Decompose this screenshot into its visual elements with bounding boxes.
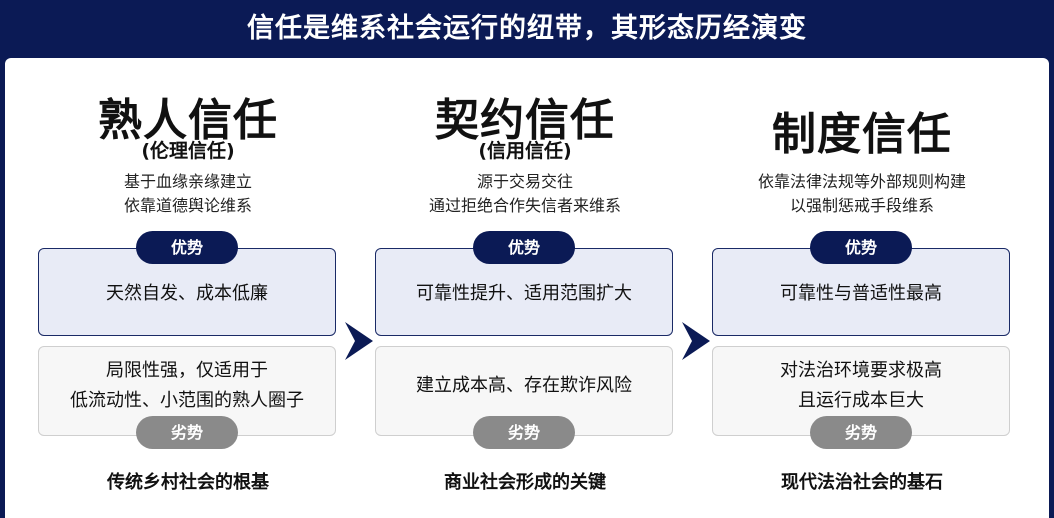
column-subtitle: (伦理信任) bbox=[141, 140, 235, 162]
advantage-badge: 优势 bbox=[473, 231, 575, 264]
advantage-text: 天然自发、成本低廉 bbox=[106, 283, 268, 304]
description-line: 以强制惩戒手段维系 bbox=[789, 196, 934, 215]
advantage-text: 可靠性与普适性最高 bbox=[780, 283, 942, 304]
content-panel: 熟人信任 (伦理信任) 基于血缘亲缘建立 依靠道德舆论维系 天然自发、成本低廉 … bbox=[5, 58, 1049, 518]
disadvantage-badge: 劣势 bbox=[473, 416, 575, 449]
description-line: 依靠法律法规等外部规则构建 bbox=[757, 172, 966, 191]
advantage-text: 可靠性提升、适用范围扩大 bbox=[416, 283, 632, 304]
column-description: 基于血缘亲缘建立 依靠道德舆论维系 bbox=[38, 170, 338, 218]
disadvantage-badge: 劣势 bbox=[810, 416, 912, 449]
column-footer: 传统乡村社会的根基 bbox=[107, 472, 269, 493]
column-description: 源于交易交往 通过拒绝合作失信者来维系 bbox=[375, 170, 675, 218]
disadvantage-text: 对法治环境要求极高 且运行成本巨大 bbox=[780, 356, 942, 416]
advantage-box: 可靠性提升、适用范围扩大 bbox=[375, 248, 673, 336]
disadvantage-text: 建立成本高、存在欺诈风险 bbox=[416, 371, 632, 401]
column-footer: 商业社会形成的关键 bbox=[444, 472, 606, 493]
column-title: 契约信任 bbox=[435, 95, 615, 146]
column-footer: 现代法治社会的基石 bbox=[781, 472, 943, 493]
disadvantage-text: 局限性强，仅适用于 低流动性、小范围的熟人圈子 bbox=[70, 356, 304, 416]
disadvantage-line: 对法治环境要求极高 bbox=[780, 360, 942, 381]
disadvantage-line: 低流动性、小范围的熟人圈子 bbox=[70, 390, 304, 411]
description-line: 依靠道德舆论维系 bbox=[123, 196, 252, 215]
disadvantage-line: 建立成本高、存在欺诈风险 bbox=[416, 375, 632, 396]
page-title: 信任是维系社会运行的纽带，其形态历经演变 bbox=[247, 13, 807, 44]
disadvantage-line: 局限性强，仅适用于 bbox=[106, 360, 268, 381]
disadvantage-box: 建立成本高、存在欺诈风险 bbox=[375, 346, 673, 436]
header-bar: 信任是维系社会运行的纽带，其形态历经演变 bbox=[0, 0, 1054, 56]
chevron-right-icon bbox=[345, 322, 373, 360]
description-line: 基于血缘亲缘建立 bbox=[123, 172, 252, 191]
column-subtitle: (信用信任) bbox=[478, 140, 572, 162]
column-title: 制度信任 bbox=[772, 109, 952, 160]
disadvantage-line: 且运行成本巨大 bbox=[798, 390, 924, 411]
advantage-badge: 优势 bbox=[810, 231, 912, 264]
description-line: 源于交易交往 bbox=[476, 172, 573, 191]
chevron-right-icon bbox=[682, 322, 710, 360]
advantage-badge: 优势 bbox=[136, 231, 238, 264]
column-description: 依靠法律法规等外部规则构建 以强制惩戒手段维系 bbox=[712, 170, 1012, 218]
description-line: 通过拒绝合作失信者来维系 bbox=[428, 196, 621, 215]
column-title: 熟人信任 bbox=[98, 95, 278, 146]
disadvantage-badge: 劣势 bbox=[136, 416, 238, 449]
